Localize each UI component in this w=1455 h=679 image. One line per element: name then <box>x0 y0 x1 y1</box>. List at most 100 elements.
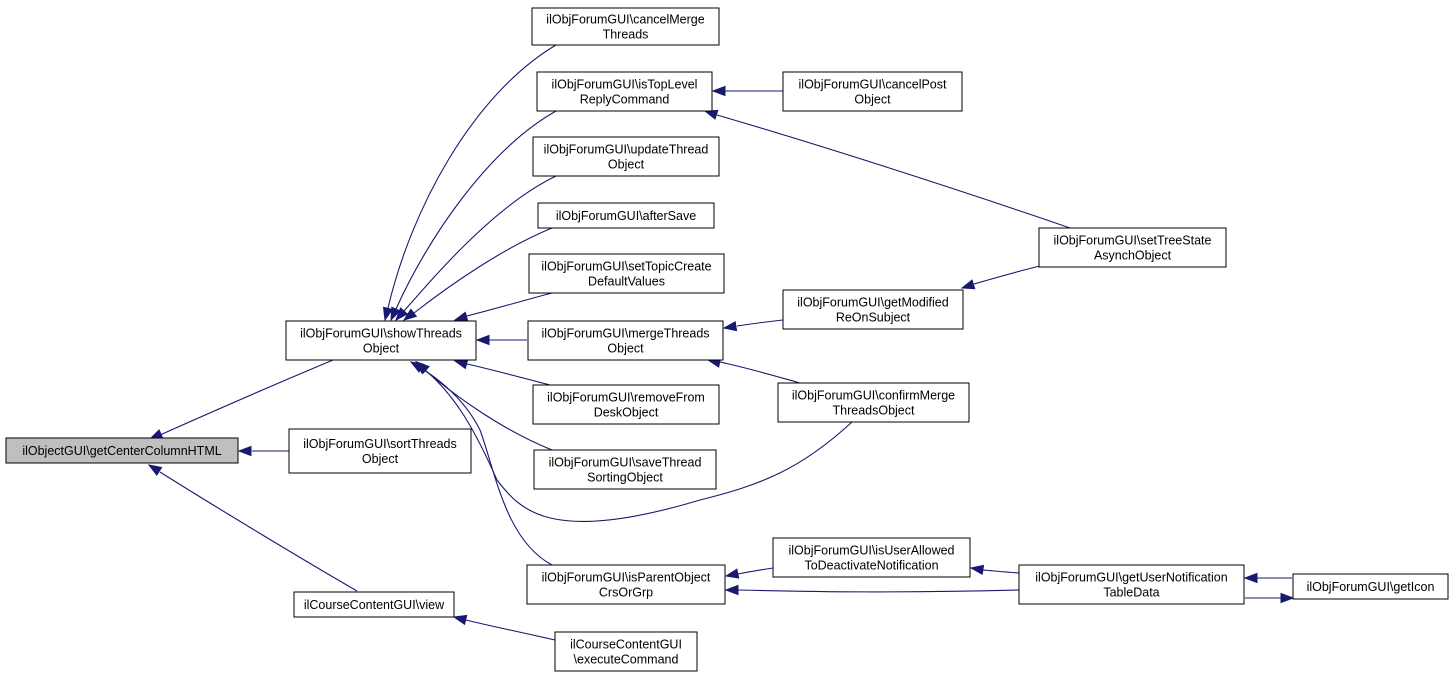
edges-layer <box>147 44 1295 641</box>
node-label: ilObjForumGUI\isTopLevel <box>552 78 698 92</box>
node-box[interactable] <box>772 537 971 578</box>
edge-line <box>465 619 556 641</box>
edge-get-user-notification-table-data-to-is-user-allowed-to-deactivate-notification <box>969 564 1020 576</box>
node-box[interactable] <box>527 320 724 361</box>
node-box[interactable] <box>288 428 472 474</box>
edge-line <box>403 175 557 312</box>
node-box[interactable] <box>531 7 720 46</box>
node-box[interactable] <box>528 253 725 294</box>
node-after-save[interactable]: ilObjForumGUI\afterSave <box>537 202 715 229</box>
node-label: ToDeactivateNotification <box>804 559 938 573</box>
node-label: \executeCommand <box>574 653 679 667</box>
arrowhead <box>409 361 425 373</box>
node-label: ilObjForumGUI\cancelPost <box>799 78 947 92</box>
node-box[interactable] <box>777 382 970 423</box>
node-box[interactable] <box>554 631 698 672</box>
node-label: SortingObject <box>587 471 663 485</box>
node-box[interactable] <box>533 449 717 490</box>
arrowhead <box>402 308 418 321</box>
node-label: ReOnSubject <box>836 311 911 325</box>
node-label: AsynchObject <box>1094 249 1172 263</box>
edge-line <box>466 292 553 317</box>
node-box[interactable] <box>536 71 713 112</box>
node-view[interactable]: ilCourseContentGUI\view <box>293 591 455 618</box>
node-label: Threads <box>603 28 649 42</box>
edge-set-tree-state-asynch-object-to-is-top-level-reply-command <box>703 109 1071 229</box>
edge-is-top-level-reply-command-to-show-threads-object <box>390 110 557 322</box>
node-execute-command[interactable]: ilCourseContentGUI\executeCommand <box>554 631 698 672</box>
node-box[interactable] <box>1292 573 1449 600</box>
arrowhead <box>960 279 976 290</box>
node-box[interactable] <box>782 71 963 112</box>
node-box[interactable] <box>526 564 726 605</box>
node-label: Object <box>607 342 644 356</box>
edge-line <box>737 567 774 575</box>
arrowhead <box>1280 592 1295 604</box>
edge-line <box>716 114 1071 229</box>
node-label: ilObjForumGUI\isParentObject <box>542 571 711 585</box>
node-box[interactable] <box>782 289 964 330</box>
edge-remove-from-desk-object-to-show-threads-object <box>453 359 551 386</box>
arrowhead <box>711 85 726 97</box>
edge-update-thread-object-to-show-threads-object <box>395 175 557 322</box>
node-set-topic-create-default-values[interactable]: ilObjForumGUI\setTopicCreateDefaultValue… <box>528 253 725 294</box>
edge-line <box>737 589 1020 593</box>
node-box[interactable] <box>285 320 477 361</box>
edge-after-save-to-show-threads-object <box>402 227 553 321</box>
edge-show-threads-object-to-get-center-column-html <box>148 359 334 440</box>
edge-confirm-merge-threads-object-to-merge-threads-object <box>706 357 801 384</box>
node-label: TableData <box>1103 586 1159 600</box>
edge-line <box>973 265 1041 285</box>
arrowhead <box>147 464 163 477</box>
node-box[interactable] <box>5 437 239 464</box>
edge-cancel-post-object-to-is-top-level-reply-command <box>711 85 783 97</box>
node-box[interactable] <box>532 384 720 425</box>
node-label: ilObjForumGUI\sortThreads <box>303 437 457 451</box>
node-label: Object <box>854 93 891 107</box>
edge-line <box>387 44 557 309</box>
edge-line <box>159 359 334 436</box>
node-box[interactable] <box>1038 227 1227 268</box>
node-box[interactable] <box>537 202 715 229</box>
arrowhead <box>475 334 490 346</box>
arrowhead <box>390 306 401 322</box>
node-is-user-allowed-to-deactivate-notification[interactable]: ilObjForumGUI\isUserAllowedToDeactivateN… <box>772 537 971 578</box>
node-label: ThreadsObject <box>833 404 916 418</box>
node-get-icon[interactable]: ilObjForumGUI\getIcon <box>1292 573 1449 600</box>
edge-line <box>425 370 553 451</box>
edge-line <box>466 363 551 386</box>
nodes-layer: ilObjectGUI\getCenterColumnHTML ilObjForu… <box>5 7 1449 672</box>
edge-line <box>424 369 853 522</box>
edge-set-tree-state-asynch-object-to-get-modified-re-on-subject <box>960 265 1041 290</box>
arrowhead <box>722 320 738 332</box>
node-label: ilObjForumGUI\removeFrom <box>547 391 705 405</box>
node-label: DeskObject <box>594 406 659 420</box>
node-box[interactable] <box>293 591 455 618</box>
edge-line <box>982 569 1020 574</box>
node-label: ReplyCommand <box>580 93 670 107</box>
node-get-center-column-html[interactable]: ilObjectGUI\getCenterColumnHTML <box>5 437 239 464</box>
edge-get-modified-re-on-subject-to-merge-threads-object <box>722 319 784 332</box>
node-label: ilObjForumGUI\getUserNotification <box>1035 571 1227 585</box>
edge-line <box>420 367 553 566</box>
node-box[interactable] <box>1018 564 1245 605</box>
edge-get-icon-to-get-user-notification-table-data <box>1243 572 1292 584</box>
node-get-user-notification-table-data[interactable]: ilObjForumGUI\getUserNotificationTableDa… <box>1018 564 1245 605</box>
node-label: ilObjForumGUI\showThreads <box>300 327 462 341</box>
node-box[interactable] <box>532 136 720 177</box>
node-label: ilObjectGUI\getCenterColumnHTML <box>22 444 221 458</box>
node-label: ilCourseContentGUI <box>570 638 682 652</box>
